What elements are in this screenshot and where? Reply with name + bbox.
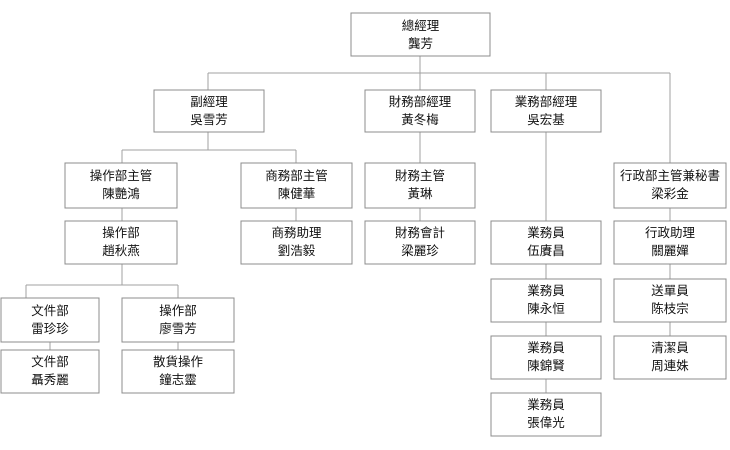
node-title: 業務員 [527,397,565,412]
org-node-sales-2: 業務員 陳永恒 [490,278,602,323]
node-title: 清潔員 [651,340,689,355]
node-title: 文件部 [31,354,69,369]
node-name: 趙秋燕 [102,243,140,258]
node-name: 黃冬梅 [401,112,439,127]
node-name: 黃琳 [407,186,433,201]
node-title: 操作部主管 [90,168,153,183]
org-node-finance-head: 財務主管 黃琳 [364,162,476,209]
org-node-sales-1: 業務員 伍賡昌 [490,220,602,265]
org-node-business-head: 商務部主管 陳健華 [240,162,353,209]
node-name: 吳宏基 [527,112,565,127]
org-node-bulk-ops: 散貨操作 鐘志靈 [121,349,235,394]
node-title: 商務助理 [271,225,322,240]
node-title: 行政部主管兼秘書 [620,168,720,183]
org-node-sales-manager: 業務部經理 吳宏基 [490,89,602,133]
node-name: 關麗嬋 [651,243,689,258]
node-name: 周連姝 [651,358,689,373]
org-node-cleaner: 清潔員 周連姝 [613,335,727,380]
node-title: 財務會計 [395,225,445,240]
org-node-ops-head: 操作部主管 陳艷鴻 [64,162,178,209]
org-node-sales-4: 業務員 張偉光 [490,392,602,437]
node-title: 財務部經理 [389,94,452,109]
node-name: 伍賡昌 [527,243,565,258]
org-node-ops-2: 操作部 廖雪芳 [121,297,235,343]
node-title: 副經理 [190,94,228,109]
org-node-documents-1: 文件部 雷珍珍 [0,297,100,343]
node-name: 陳健華 [278,186,316,201]
org-node-business-assistant: 商務助理 劉浩毅 [240,220,353,265]
org-node-deputy: 副經理 吳雪芳 [153,89,265,133]
node-name: 吳雪芳 [190,112,228,127]
org-node-finance-manager: 財務部經理 黃冬梅 [364,89,476,133]
node-title: 文件部 [31,303,69,318]
connector-lines [25,56,671,393]
node-title: 操作部 [159,303,197,318]
node-name: 陳艷鴻 [102,186,140,201]
node-title: 送單員 [651,283,689,298]
org-node-documents-2: 文件部 聶秀麗 [0,349,100,394]
org-node-ceo: 總經理 龔芳 [350,12,491,57]
node-title: 業務員 [527,225,565,240]
node-name: 梁彩金 [651,186,689,201]
node-name: 聶秀麗 [31,372,69,387]
node-name: 陳錦賢 [527,358,565,373]
org-node-accountant: 財務會計 梁麗珍 [364,220,476,265]
node-name: 鐘志靈 [159,372,197,387]
node-name: 張偉光 [527,415,565,430]
node-title: 行政助理 [645,225,696,240]
node-name: 雷珍珍 [31,321,69,336]
node-name: 劉浩毅 [278,243,316,258]
org-node-admin-manager: 行政部主管兼秘書 梁彩金 [613,162,727,209]
node-title: 業務部經理 [515,94,578,109]
node-name: 陳永恒 [527,301,565,316]
org-node-sales-3: 業務員 陳錦賢 [490,335,602,380]
node-title: 業務員 [527,283,565,298]
node-name: 陈枝宗 [651,301,689,316]
node-name: 龔芳 [408,36,433,51]
node-title: 業務員 [527,340,565,355]
node-title: 財務主管 [395,168,445,183]
node-name: 梁麗珍 [401,243,439,258]
node-title: 商務部主管 [265,168,328,183]
node-title: 總經理 [402,18,440,33]
node-title: 散貨操作 [153,354,204,369]
node-name: 廖雪芳 [159,321,197,336]
org-node-ops-staff: 操作部 趙秋燕 [64,220,178,265]
node-title: 操作部 [102,225,140,240]
org-node-admin-assistant: 行政助理 關麗嬋 [613,220,727,265]
org-node-courier: 送單員 陈枝宗 [613,278,727,323]
